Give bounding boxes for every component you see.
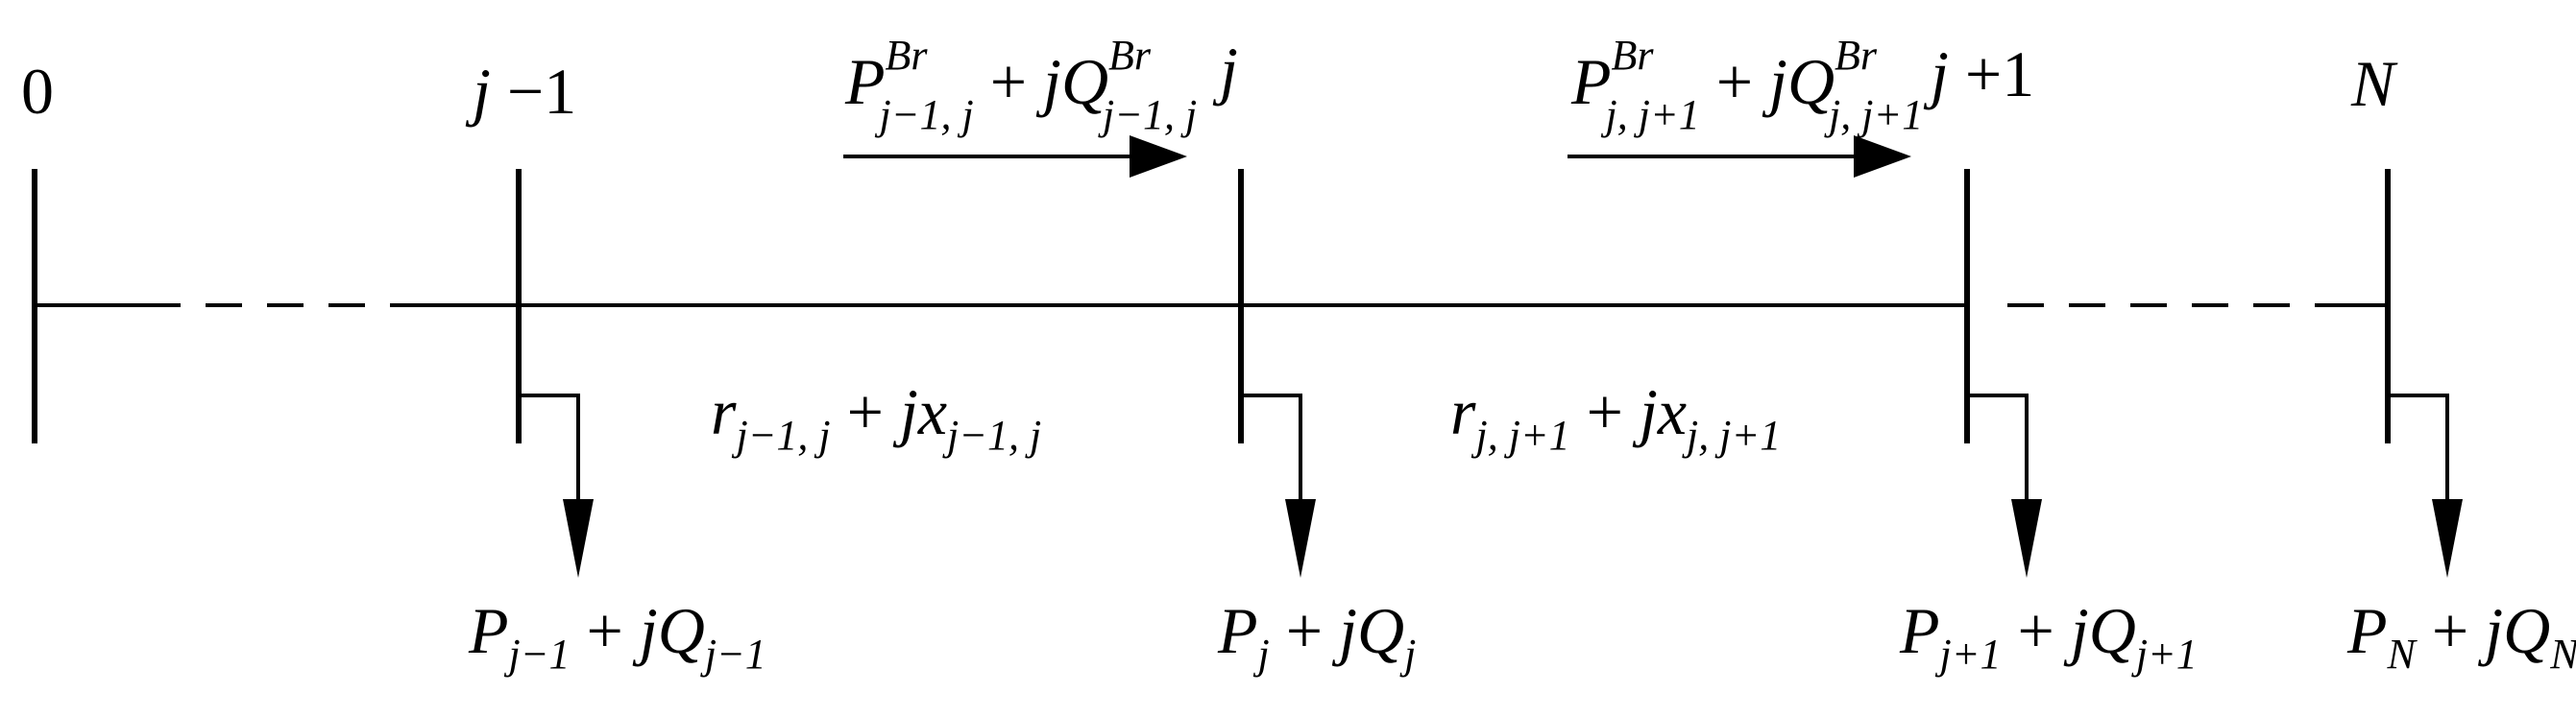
impedance-label-left: rj−1, j + jxj−1, j: [711, 375, 1041, 459]
load-arrow-j-plus-1: [1967, 394, 2042, 578]
load-label-j: Pj + jQj: [1217, 594, 1416, 678]
load-label-j-plus-1: Pj+1 + jQj+1: [1899, 594, 2198, 678]
bus-label-j: j: [1212, 34, 1238, 107]
load-arrow-j-minus-1: [519, 394, 594, 578]
bus-label-N: N: [2350, 47, 2398, 120]
load-arrow-j: [1241, 394, 1316, 578]
bus-label-0: 0: [21, 55, 54, 128]
load-label-j-minus-1: Pj−1 + jQj−1: [468, 594, 766, 678]
bus-label-j-minus-1: j −1: [465, 55, 576, 128]
load-arrow-N: [2388, 394, 2463, 578]
branch-flow-arrow-left: [843, 135, 1187, 178]
bus-label-j-plus-1: j +1: [1923, 37, 2034, 110]
impedance-label-right: rj, j+1 + jxj, j+1: [1450, 375, 1781, 459]
branch-flow-arrow-right: [1567, 135, 1911, 178]
load-label-N: PN + jQN: [2346, 594, 2576, 678]
